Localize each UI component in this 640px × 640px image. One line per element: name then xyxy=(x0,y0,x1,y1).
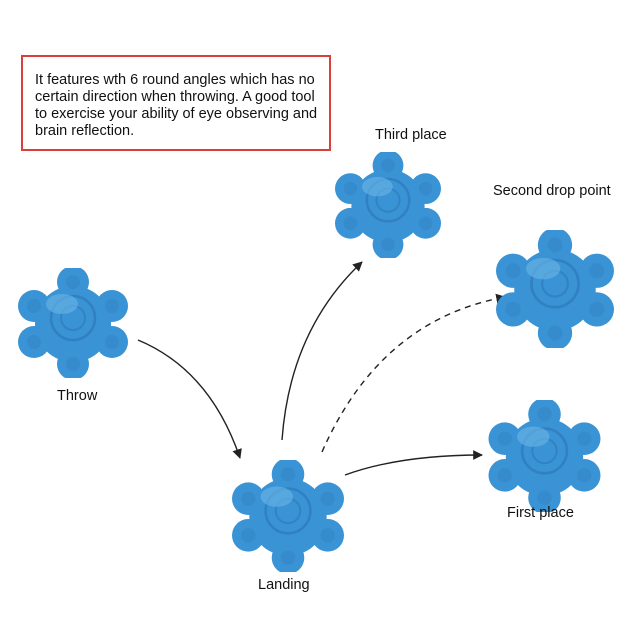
reaction-ball-third-place xyxy=(335,152,441,258)
reaction-ball-second-drop-point xyxy=(496,230,614,348)
description-text: It features wth 6 round angles which has… xyxy=(35,72,318,139)
label-first-place: First place xyxy=(507,505,574,521)
reaction-ball-throw xyxy=(18,268,128,378)
label-throw: Throw xyxy=(57,388,98,404)
reaction-ball-first-place xyxy=(488,400,601,512)
label-third-place: Third place xyxy=(375,127,447,143)
arrow-landing-to-first-place xyxy=(344,450,483,476)
description-box: It features wth 6 round angles which has… xyxy=(21,55,331,151)
arrow-landing-to-second-drop-point xyxy=(321,293,506,453)
label-second-drop-point: Second drop point xyxy=(493,183,611,199)
reaction-ball-landing xyxy=(232,460,344,572)
label-landing: Landing xyxy=(258,577,310,593)
arrow-throw-to-landing xyxy=(137,339,242,459)
arrow-landing-to-third-place xyxy=(281,261,363,441)
